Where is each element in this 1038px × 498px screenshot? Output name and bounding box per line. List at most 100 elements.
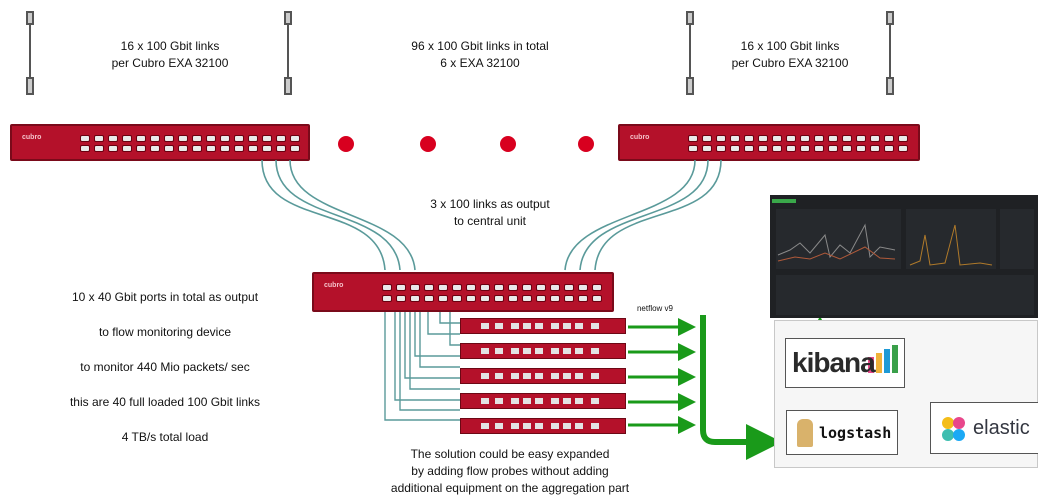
- probe-port: [481, 348, 489, 354]
- elastic-logo-icon: [942, 417, 965, 441]
- switch-port: [800, 135, 810, 142]
- switch-port: [564, 295, 574, 302]
- probe-port: [551, 398, 559, 404]
- switch-port: [564, 284, 574, 291]
- switch-port: [382, 295, 392, 302]
- switch-port: [828, 135, 838, 142]
- switch-port: [452, 284, 462, 291]
- switch-port: [290, 135, 300, 142]
- switch-port: [480, 284, 490, 291]
- switch-port: [898, 135, 908, 142]
- probe-port: [575, 323, 583, 329]
- probe-port: [551, 348, 559, 354]
- switch-port: [438, 284, 448, 291]
- switch-port: [276, 135, 286, 142]
- probe-port: [495, 323, 503, 329]
- probe-port: [591, 423, 599, 429]
- switch-port: [856, 145, 866, 152]
- probe-port: [535, 323, 543, 329]
- switch-port: [410, 284, 420, 291]
- switch-port: [108, 145, 118, 152]
- elastic-logo-box: elastic: [930, 402, 1038, 454]
- probe-port: [481, 423, 489, 429]
- switch-port: [94, 145, 104, 152]
- switch-port: [772, 135, 782, 142]
- switch-port: [480, 295, 490, 302]
- left-note: 4 TB/s total load: [121, 430, 209, 444]
- netflow-label: netflow v9: [636, 304, 674, 313]
- bottom-note: The solution could be easy expanded by a…: [390, 447, 630, 495]
- probe-port: [523, 373, 531, 379]
- switch-port: [150, 145, 160, 152]
- probe-port: [563, 398, 571, 404]
- probe-port: [511, 348, 519, 354]
- flow-probe: [460, 393, 626, 409]
- switch-port: [508, 295, 518, 302]
- probe-port: [551, 373, 559, 379]
- probe-port: [575, 423, 583, 429]
- switch-port: [220, 135, 230, 142]
- switch-port: [80, 145, 90, 152]
- switch-port: [856, 135, 866, 142]
- switch-brand: cubro: [324, 282, 344, 289]
- switch-port: [136, 135, 146, 142]
- logstash-logo-icon: [797, 419, 813, 447]
- left-note: to monitor 440 Mio packets/ sec: [80, 360, 250, 374]
- switch-port: [842, 145, 852, 152]
- switch-port: [494, 284, 504, 291]
- probe-port: [563, 423, 571, 429]
- switch-port: [814, 135, 824, 142]
- probe-port: [495, 373, 503, 379]
- logstash-logo-box: logstash: [786, 410, 898, 455]
- switch-port: [800, 145, 810, 152]
- switch-port: [94, 135, 104, 142]
- switch-port: [578, 284, 588, 291]
- switch-port: [884, 145, 894, 152]
- switch-port: [884, 135, 894, 142]
- switch-port: [758, 135, 768, 142]
- switch-port: [688, 145, 698, 152]
- switch-port: [730, 135, 740, 142]
- probe-port: [575, 373, 583, 379]
- left-note: this are 40 full loaded 100 Gbit links: [69, 395, 261, 409]
- switch-top-left: cubro: [10, 124, 310, 161]
- continuation-dot: [578, 136, 594, 152]
- switch-port: [452, 295, 462, 302]
- probe-port: [535, 373, 543, 379]
- switch-port: [178, 135, 188, 142]
- switch-port: [786, 145, 796, 152]
- probe-port: [591, 398, 599, 404]
- switch-port: [898, 145, 908, 152]
- switch-port: [122, 135, 132, 142]
- switch-port: [592, 284, 602, 291]
- switch-port: [410, 295, 420, 302]
- switch-port: [80, 135, 90, 142]
- switch-port: [192, 135, 202, 142]
- switch-port: [192, 145, 202, 152]
- kibana-logo-box: kibana: [785, 338, 905, 388]
- switch-port: [702, 135, 712, 142]
- switch-port: [438, 295, 448, 302]
- probe-port: [481, 323, 489, 329]
- switch-port: [276, 145, 286, 152]
- switch-port: [688, 135, 698, 142]
- switch-port: [814, 145, 824, 152]
- elastic-wordmark: elastic: [973, 417, 1030, 439]
- switch-port: [178, 145, 188, 152]
- switch-port: [206, 145, 216, 152]
- probe-port: [523, 323, 531, 329]
- switch-port: [382, 284, 392, 291]
- probe-port: [481, 398, 489, 404]
- probe-port: [551, 423, 559, 429]
- switch-port: [508, 284, 518, 291]
- switch-port: [220, 145, 230, 152]
- switch-port: [494, 295, 504, 302]
- probe-port: [563, 348, 571, 354]
- switch-port: [592, 295, 602, 302]
- switch-port: [248, 135, 258, 142]
- probe-port: [523, 348, 531, 354]
- probe-port: [511, 373, 519, 379]
